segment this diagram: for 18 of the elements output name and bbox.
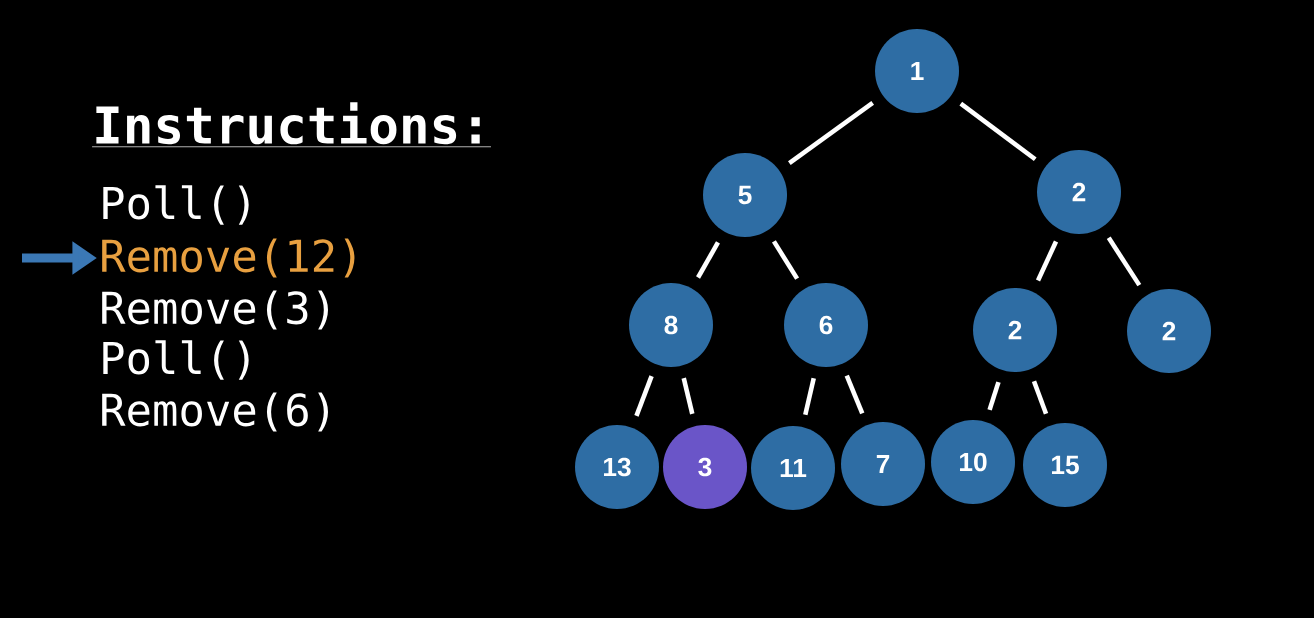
- tree-edge: [803, 377, 816, 416]
- tree-edge: [987, 381, 1001, 411]
- instruction-text: Poll(): [103, 340, 249, 380]
- tree-edge: [696, 241, 720, 279]
- tree-edge: [844, 374, 865, 415]
- tree-edge: [1035, 240, 1059, 282]
- tree-edge: [1031, 380, 1049, 415]
- instruction-text: Remove(3): [102, 290, 328, 330]
- tree-edge: [771, 240, 800, 280]
- tree-edge: [681, 377, 695, 415]
- instruction-text: Remove(6): [102, 392, 328, 432]
- tree-edge: [634, 375, 654, 417]
- instruction-text: Poll(): [103, 185, 249, 225]
- tree-edge: [1106, 236, 1142, 287]
- instruction-text: Remove(12): [102, 238, 355, 278]
- heading: Instructions:: [91, 102, 492, 148]
- tree-edge: [788, 101, 874, 165]
- tree-edge: [959, 101, 1037, 162]
